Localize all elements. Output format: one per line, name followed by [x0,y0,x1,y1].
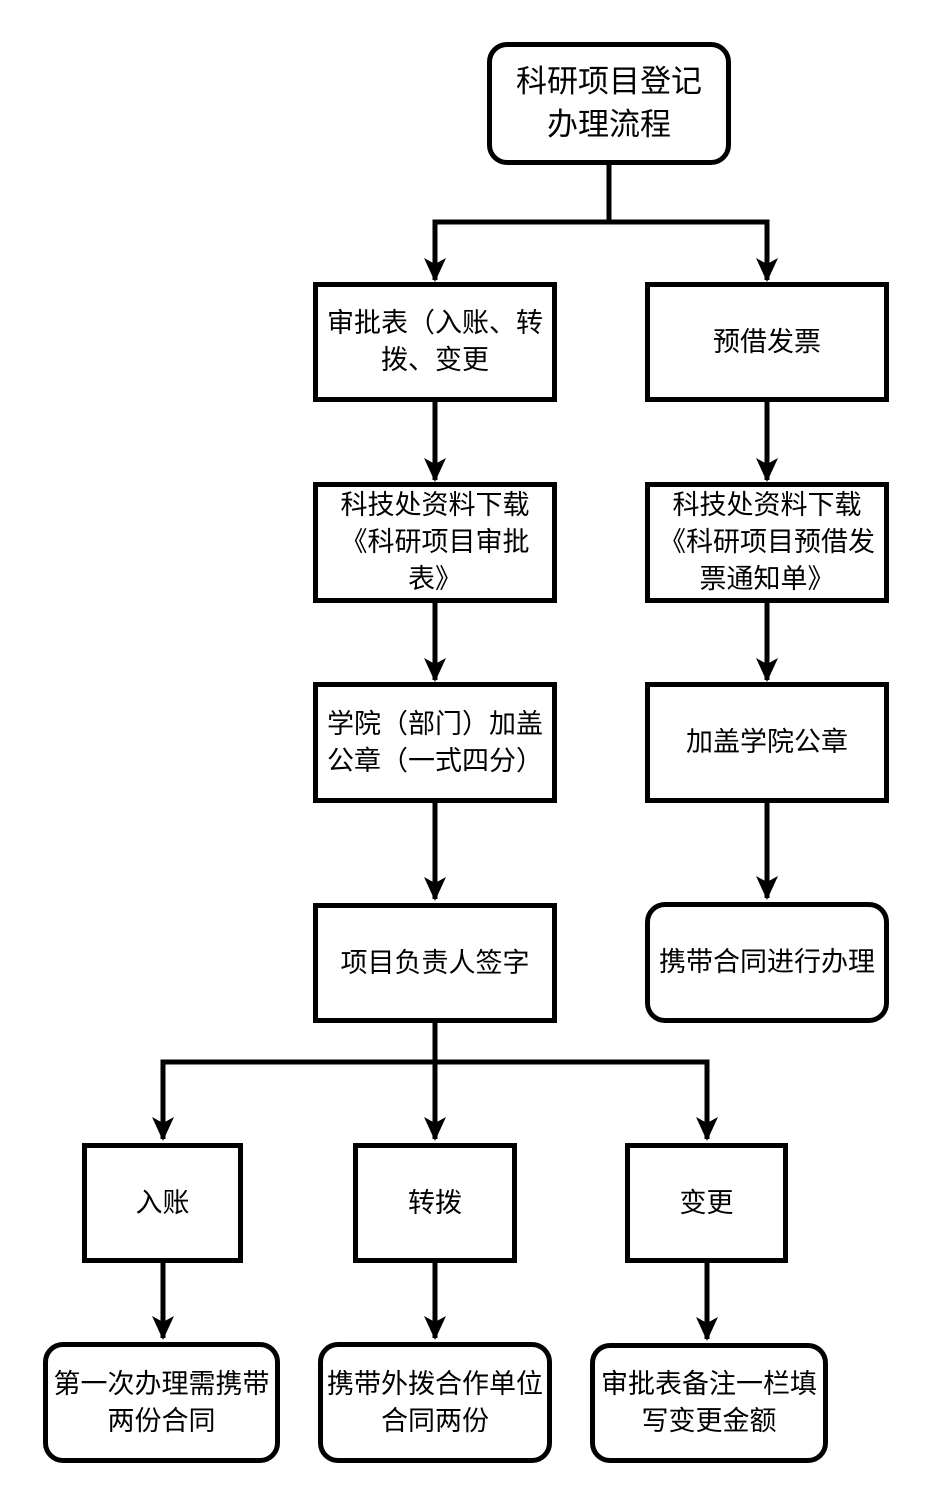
node-leader-sign: 项目负责人签字 [313,903,557,1023]
node-zhuanbo: 转拨 [353,1143,517,1263]
node-remark-amount: 审批表备注一栏填 写变更金额 [590,1343,828,1463]
node-first-time-contracts: 第一次办理需携带 两份合同 [43,1342,280,1463]
node-biangeng: 变更 [625,1143,788,1263]
node-ruzhang: 入账 [82,1143,243,1263]
node-external-contracts: 携带外拨合作单位 合同两份 [318,1342,552,1463]
node-advance-invoice: 预借发票 [645,282,889,402]
node-download-invoice-notice: 科技处资料下载 《科研项目预借发 票通知单》 [645,482,889,603]
node-dept-seal: 学院（部门）加盖 公章（一式四分） [313,682,557,803]
node-bring-contract: 携带合同进行办理 [645,902,889,1023]
node-approval-form: 审批表（入账、转 拨、变更 [313,282,557,402]
node-start: 科研项目登记 办理流程 [487,42,731,165]
node-download-approval-form: 科技处资料下载 《科研项目审批 表》 [313,482,557,603]
node-college-seal: 加盖学院公章 [645,682,889,803]
